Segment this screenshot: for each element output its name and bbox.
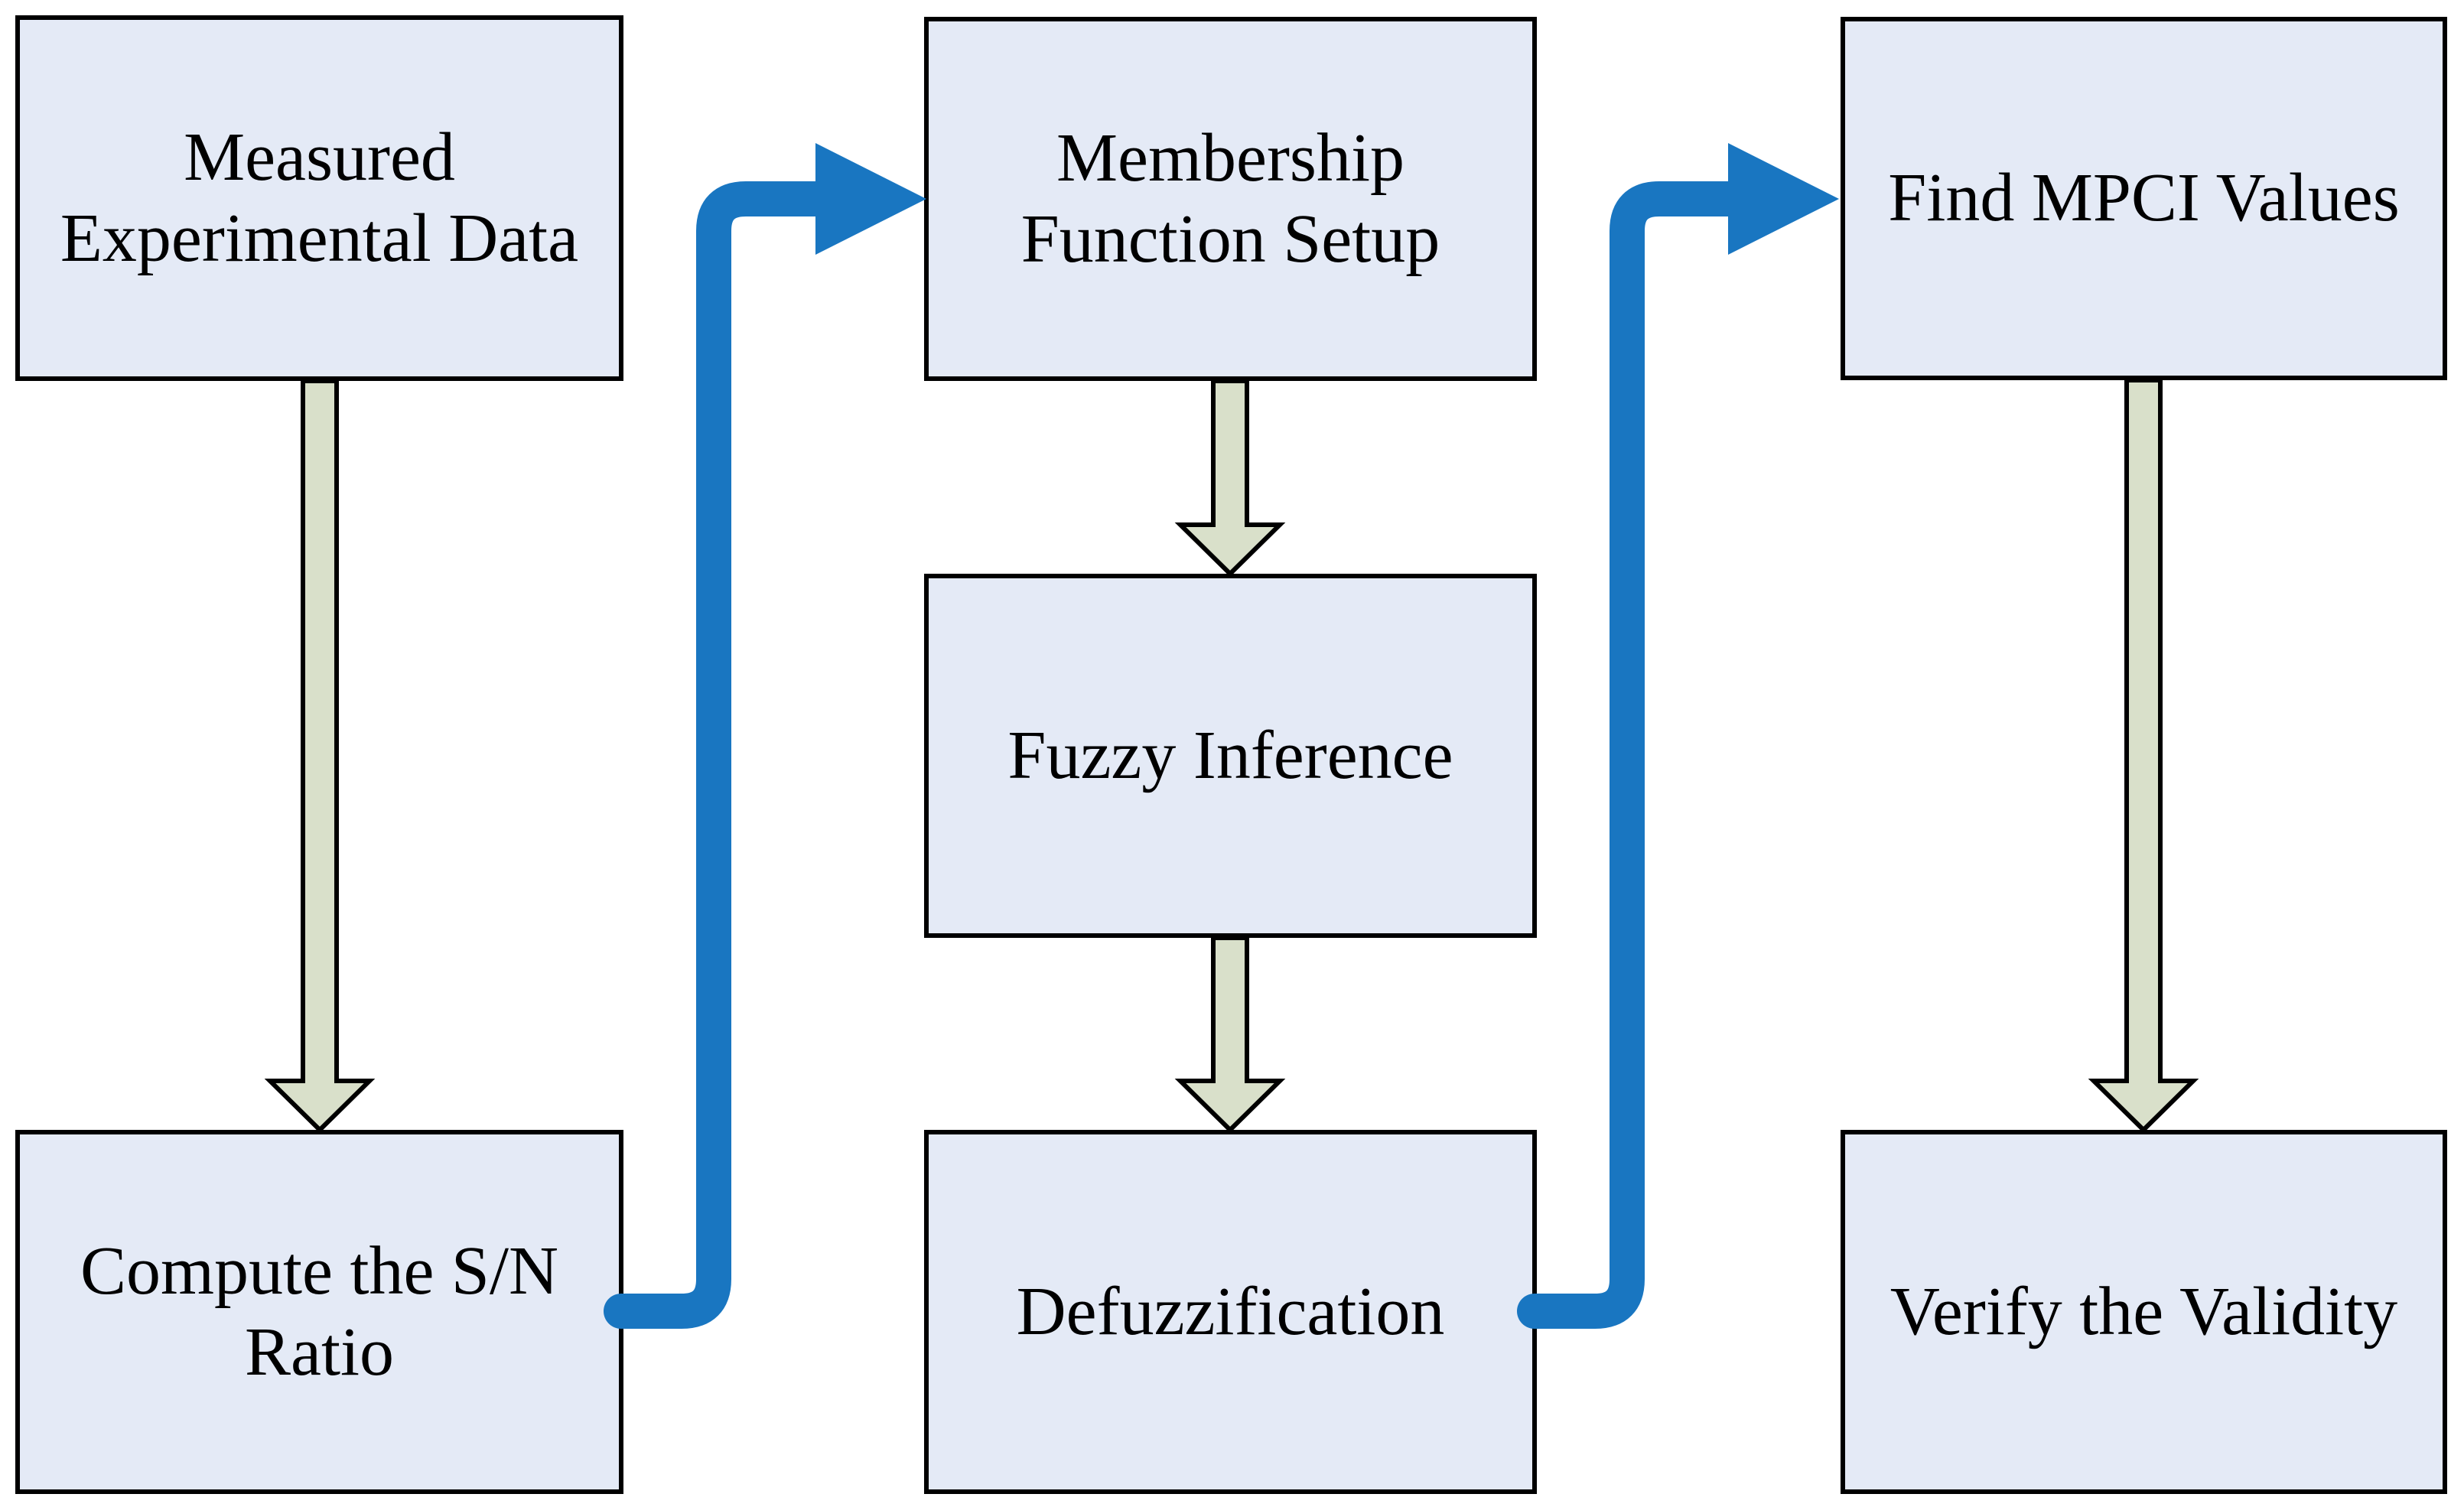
arrow-defuzzification-to-findmpci-icon xyxy=(1517,143,1839,1329)
node-label: Find MPCI Values xyxy=(1888,160,2400,236)
arrow-measured-to-compute-icon xyxy=(264,379,376,1134)
arrow-membership-to-fuzzy-icon xyxy=(1174,379,1286,578)
node-label: Membership Function Setup xyxy=(1020,119,1440,277)
node-membership-function-setup: Membership Function Setup xyxy=(924,17,1537,381)
node-label: Compute the S/N Ratio xyxy=(80,1232,558,1390)
arrow-compute-to-membership-icon xyxy=(604,143,926,1329)
node-label: Measured Experimental Data xyxy=(60,119,579,276)
arrow-fuzzy-to-defuzzification-icon xyxy=(1174,936,1286,1134)
arrow-findmpci-to-verify-icon xyxy=(2088,378,2199,1134)
node-verify-validity: Verify the Validity xyxy=(1841,1130,2447,1494)
node-measured-experimental-data: Measured Experimental Data xyxy=(15,15,623,381)
node-label: Verify the Validity xyxy=(1890,1273,2398,1349)
node-compute-sn-ratio: Compute the S/N Ratio xyxy=(15,1130,623,1494)
node-label: Defuzzification xyxy=(1016,1273,1445,1349)
node-find-mpci-values: Find MPCI Values xyxy=(1841,17,2447,380)
node-defuzzification: Defuzzification xyxy=(924,1130,1537,1494)
node-fuzzy-inference: Fuzzy Inference xyxy=(924,574,1537,938)
node-label: Fuzzy Inference xyxy=(1007,717,1453,793)
